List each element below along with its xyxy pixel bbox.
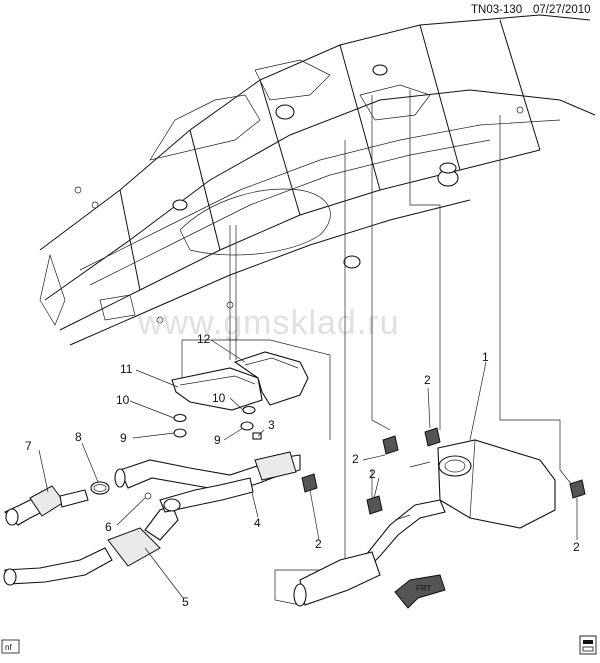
callout-12: 12 <box>197 332 211 346</box>
callout-2-middle: 2 <box>352 452 359 466</box>
callout-9-left: 9 <box>120 431 127 445</box>
callout-6: 6 <box>105 520 112 534</box>
diagram-header: TN03-130 07/27/2010 <box>471 4 591 16</box>
corner-symbol-icon <box>579 635 597 655</box>
direction-label: FRT <box>416 584 432 593</box>
callout-11: 11 <box>120 362 133 376</box>
hangers <box>301 427 586 515</box>
callout-2-lower: 2 <box>369 467 376 481</box>
corner-label-left: nf <box>1 639 20 654</box>
callout-2-upper: 2 <box>424 373 431 387</box>
callout-1: 1 <box>482 350 489 364</box>
callout-9-right: 9 <box>214 433 221 447</box>
clamp-8 <box>90 481 110 495</box>
callout-leaders <box>38 339 578 599</box>
callout-8: 8 <box>75 430 82 444</box>
watermark: www.gmsklad.ru <box>137 304 400 342</box>
callout-4: 4 <box>254 516 261 530</box>
muffler-assembly-1 <box>293 439 556 607</box>
vehicle-frame <box>39 14 596 346</box>
alignment-lines <box>181 90 573 606</box>
corner-label-text: nf <box>5 643 12 652</box>
callouts: 1 2 2 2 2 2 3 4 5 6 7 8 9 9 10 10 11 12 <box>25 332 580 609</box>
front-direction-arrow: FRT <box>394 574 446 609</box>
catalytic-converter-5 <box>3 504 179 586</box>
callout-3: 3 <box>268 418 275 432</box>
callout-5: 5 <box>182 595 189 609</box>
front-pipe-4 <box>114 451 301 513</box>
diagram-id: TN03-130 <box>471 4 522 16</box>
diagram-date: 07/27/2010 <box>533 4 591 16</box>
callout-10-right: 10 <box>212 391 226 405</box>
callout-7: 7 <box>25 439 32 453</box>
heat-shields <box>171 351 309 411</box>
callout-10-left: 10 <box>116 393 130 407</box>
callout-2-rear: 2 <box>573 540 580 554</box>
catalytic-converter-7 <box>4 485 89 526</box>
callout-2-front: 2 <box>315 537 322 551</box>
